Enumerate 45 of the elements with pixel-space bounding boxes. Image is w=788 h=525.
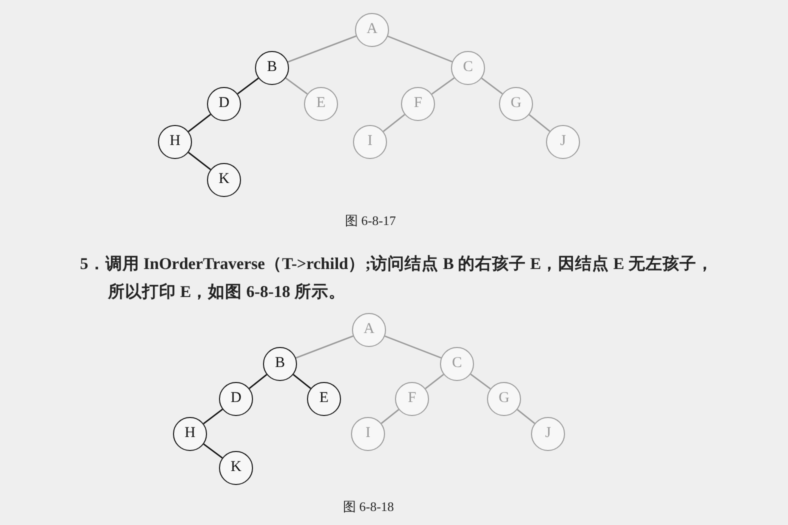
tree-node: I [351,417,385,451]
tree-node: B [255,51,289,85]
paragraph: 5．调用 InOrderTraverse（T->rchild）;访问结点 B 的右孩子 E，因结点 E 无左孩子，所以打印 E，如图 6-8-18 所示。 [80,253,714,303]
tree-edge [292,374,312,389]
tree-node: G [499,87,533,121]
tree-node: H [158,125,192,159]
tree-edge [431,77,455,95]
tree-node: A [352,313,386,347]
tree-edge [424,374,444,390]
tree-edge [203,408,223,424]
tree-edge [248,374,268,389]
tree-node: E [307,382,341,416]
tree-edge [285,78,308,94]
tree-edge [528,114,550,132]
tree-edge [382,114,406,132]
tree-node: G [487,382,521,416]
tree-edge [516,409,536,424]
tree-node: J [546,125,580,159]
tree-edge [188,152,211,170]
tree-node: J [531,417,565,451]
tree-node: I [353,125,387,159]
tree-node: C [440,347,474,381]
tree-edge [296,335,354,359]
tree-edge [388,36,452,62]
tree-node: F [395,382,429,416]
tree-node: H [173,417,207,451]
tree-edge [188,114,211,132]
tree-edge [380,409,400,424]
tree-edge [237,78,259,94]
tree-node: K [207,163,241,197]
tree-node: K [219,451,253,485]
figure-caption: 图 6-8-18 [343,498,394,516]
tree-edge [470,374,491,390]
tree-node: D [207,87,241,121]
tree-node: C [451,51,485,85]
tree-edge [203,444,223,458]
tree-node: D [219,382,253,416]
tree-node: F [401,87,435,121]
figure-caption: 图 6-8-17 [345,212,396,230]
tree-edge [384,335,442,359]
tree-node: B [263,347,297,381]
tree-node: A [355,13,389,47]
tree-node: E [304,87,338,121]
tree-edge [288,35,356,63]
tree-edge [481,78,503,94]
